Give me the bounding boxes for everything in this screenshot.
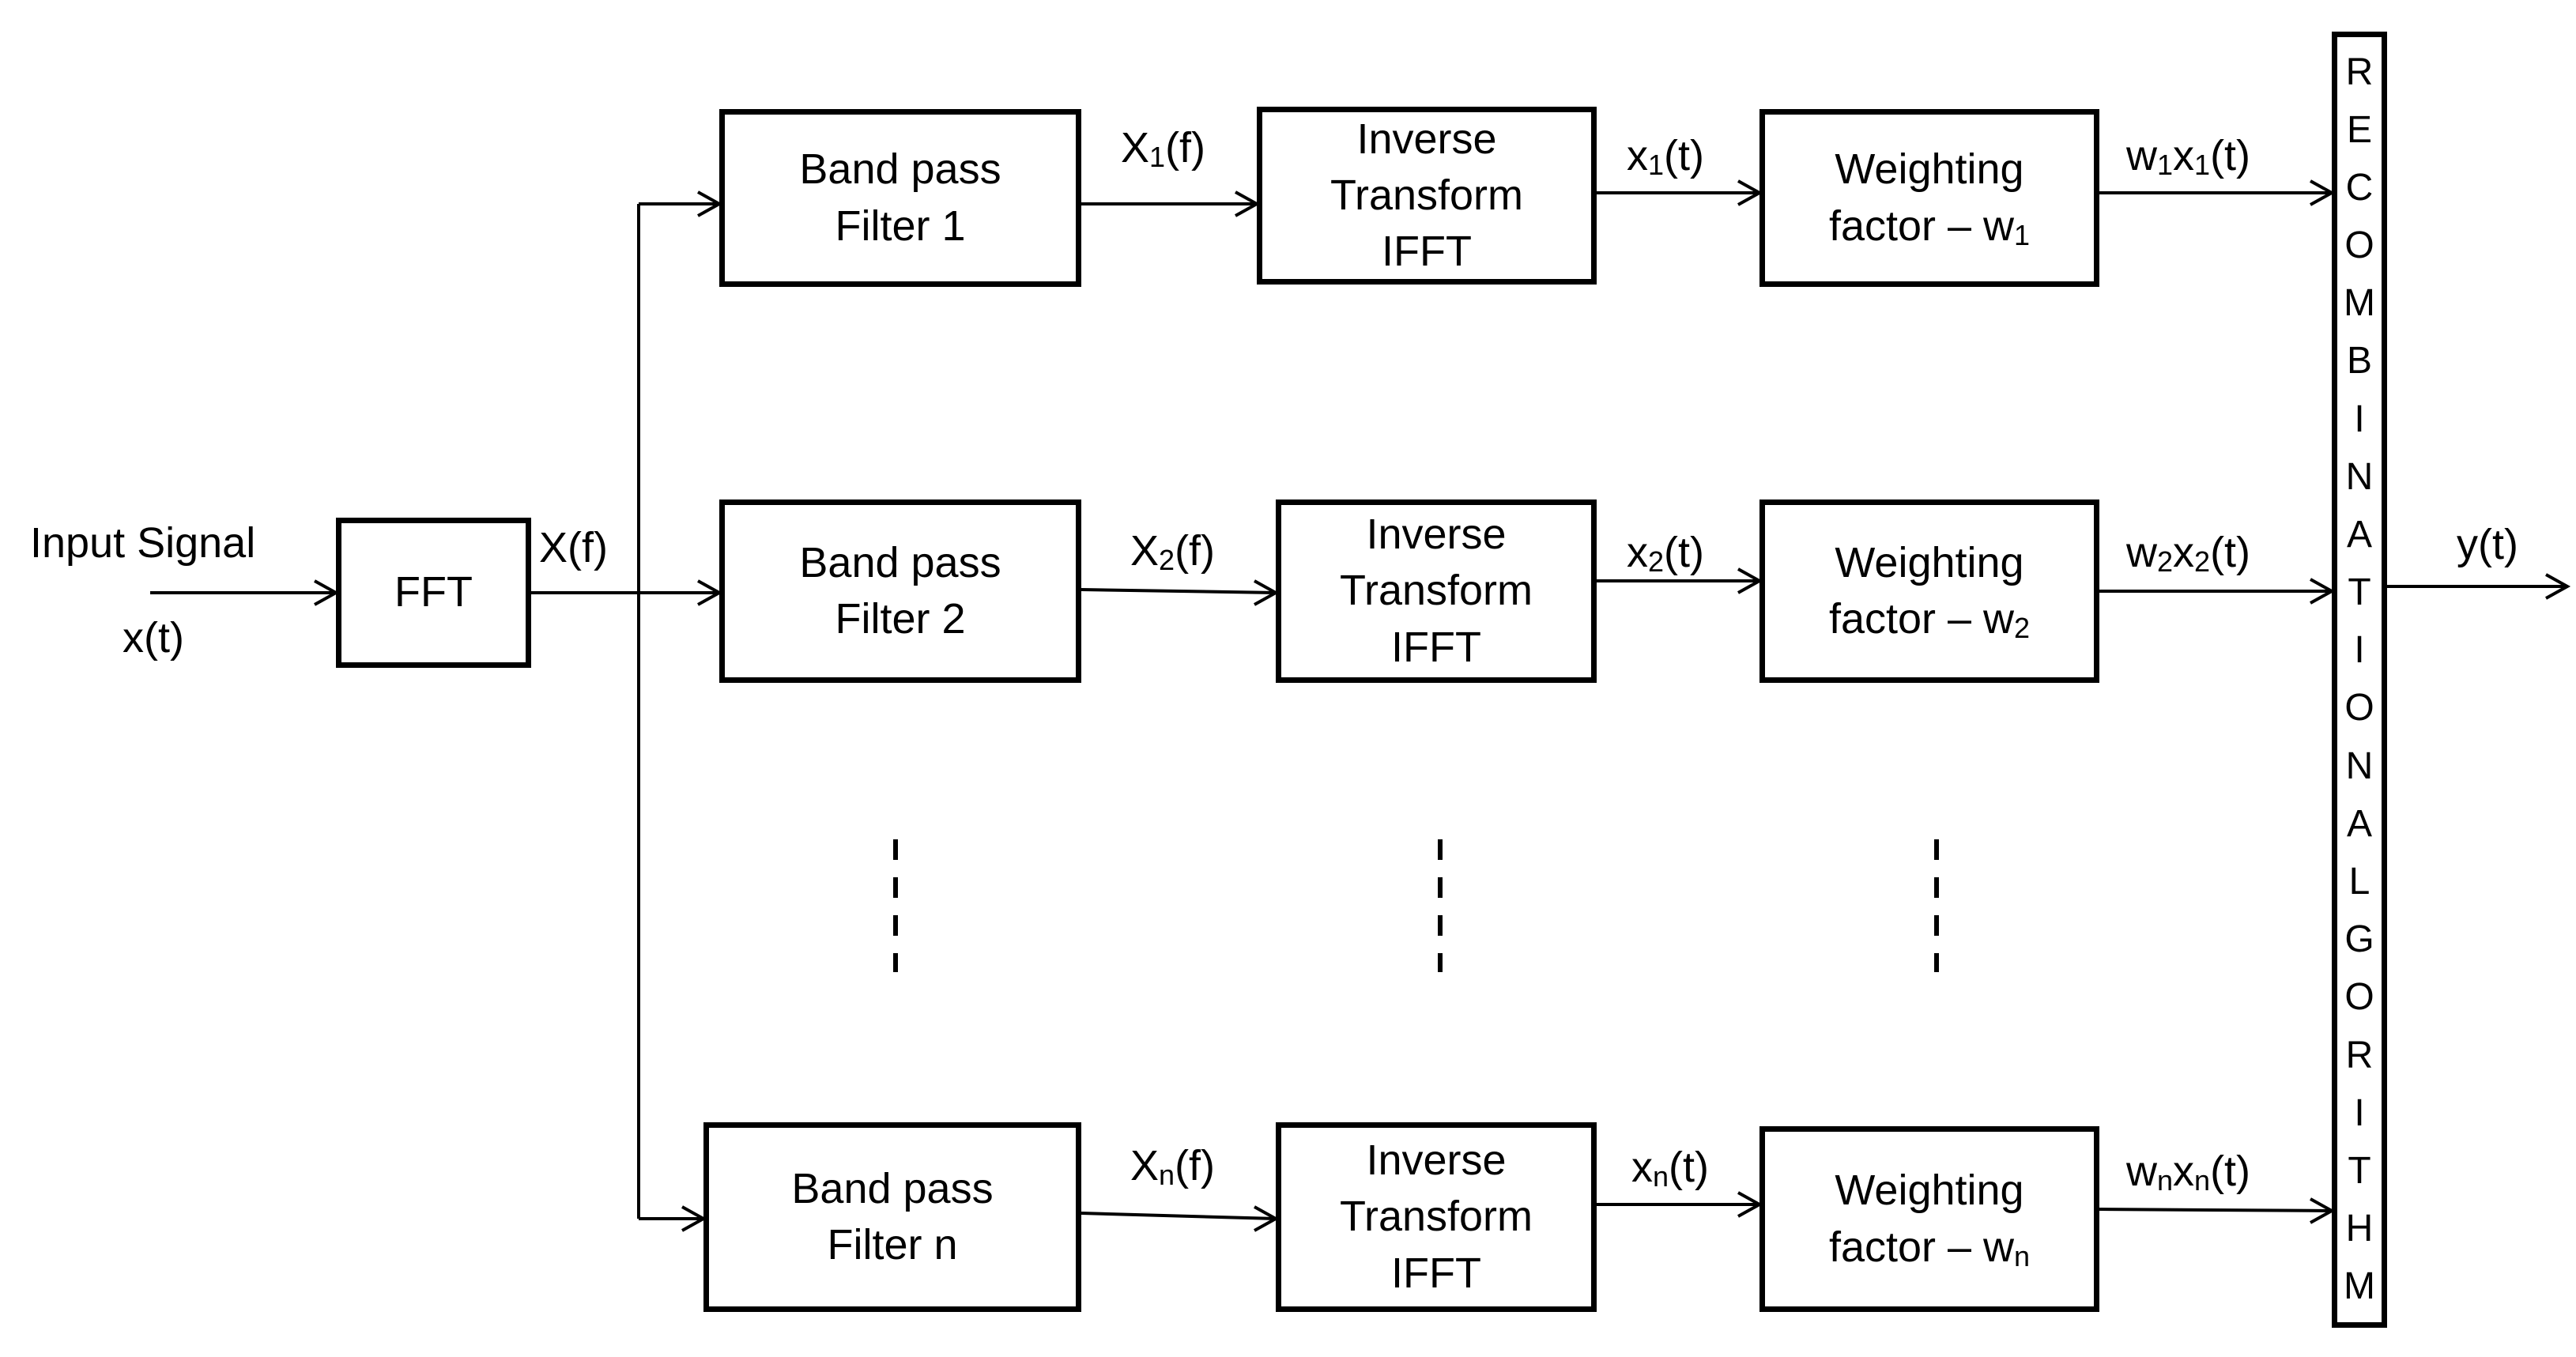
ifft-n-line1: Inverse xyxy=(1366,1136,1507,1185)
filter-1-line1: Band pass xyxy=(799,145,1001,194)
recombination-letter: R xyxy=(2345,51,2374,93)
ifft-n-line3: IFFT xyxy=(1391,1249,1481,1297)
spectrum-1-label: X1(f) xyxy=(1121,124,1206,173)
ifft-n-line2: Transform xyxy=(1339,1193,1533,1241)
ifft-block-1: Inverse Transform IFFT xyxy=(1257,107,1597,285)
recombination-letter: A xyxy=(2346,513,2372,556)
weighting-1-line1: Weighting xyxy=(1835,145,2024,194)
arrow-wn-recomb xyxy=(2099,1208,2333,1212)
ifft-block-2: Inverse Transform IFFT xyxy=(1276,499,1597,683)
recombination-letter: N xyxy=(2345,744,2374,787)
filter-2-line1: Band pass xyxy=(799,538,1001,586)
filter-n-line2: Filter n xyxy=(827,1221,958,1268)
spectrum-n-label: Xn(f) xyxy=(1130,1142,1216,1191)
output-signal-label: y(t) xyxy=(2457,521,2518,568)
weighted-1-label: w1x1(t) xyxy=(2126,132,2251,181)
ifft-block-n: Inverse Transform IFFT xyxy=(1276,1122,1597,1312)
recombination-letter: E xyxy=(2346,108,2372,151)
weighting-1-line2: factor – w1 xyxy=(1828,202,2031,251)
recombination-letter: A xyxy=(2346,802,2372,845)
filter-1-line2: Filter 1 xyxy=(835,202,966,250)
weighting-block-1: Weighting factor – w1 xyxy=(1759,109,2099,287)
signal-1-label: x1(t) xyxy=(1627,132,1704,181)
ifft-1-line3: IFFT xyxy=(1382,228,1472,276)
fft-block: FFT xyxy=(336,518,531,668)
recombination-letter: O xyxy=(2344,224,2374,267)
weighting-block-2: Weighting factor – w2 xyxy=(1759,499,2099,683)
recombination-letter: O xyxy=(2344,687,2374,729)
fft-label: FFT xyxy=(394,568,473,616)
weighted-n-label: wnxn(t) xyxy=(2126,1148,2251,1197)
input-signal-symbol: x(t) xyxy=(123,614,184,662)
recombination-letter: B xyxy=(2346,340,2372,383)
recombination-letter: T xyxy=(2348,1149,2371,1192)
input-signal-label: Input Signal xyxy=(30,519,256,567)
ifft-1-line2: Transform xyxy=(1329,171,1524,219)
ifft-2-line1: Inverse xyxy=(1366,511,1507,559)
recombination-letter: O xyxy=(2344,976,2374,1019)
bandpass-filter-1: Band pass Filter 1 xyxy=(719,109,1081,287)
weighting-n-line2: factor – wn xyxy=(1828,1223,2031,1272)
arrow-filter2-ifft2 xyxy=(1081,588,1277,594)
spectrum-2-label: X2(f) xyxy=(1130,527,1216,576)
recombination-letter: I xyxy=(2354,398,2365,440)
recombination-letter: T xyxy=(2348,571,2371,614)
ifft-2-line2: Transform xyxy=(1339,567,1533,615)
recombination-letter: I xyxy=(2354,1091,2365,1134)
recombination-letter: G xyxy=(2344,918,2374,961)
signal-2-label: x2(t) xyxy=(1627,529,1704,578)
ifft-1-line1: Inverse xyxy=(1356,115,1497,163)
recombination-letter: R xyxy=(2345,1034,2374,1076)
weighted-2-label: w2x2(t) xyxy=(2126,529,2251,578)
ifft-2-line3: IFFT xyxy=(1391,623,1481,671)
recombination-letter: M xyxy=(2344,282,2375,325)
recombination-letter: I xyxy=(2354,629,2365,672)
fft-output-label: X(f) xyxy=(539,524,608,571)
recombination-letter: L xyxy=(2348,860,2370,903)
recombination-letter: M xyxy=(2344,1265,2375,1308)
weighting-2-line2: factor – w2 xyxy=(1828,595,2031,644)
filter-2-line2: Filter 2 xyxy=(835,595,966,643)
weighting-n-line1: Weighting xyxy=(1835,1167,2024,1215)
weighting-block-n: Weighting factor – wn xyxy=(1759,1126,2099,1312)
recombination-letter: C xyxy=(2345,166,2374,209)
weighting-2-line1: Weighting xyxy=(1835,538,2024,586)
arrow-filtern-ifftn xyxy=(1081,1212,1277,1220)
recombination-letter: H xyxy=(2345,1208,2374,1250)
bandpass-filter-n: Band pass Filter n xyxy=(703,1122,1081,1312)
filter-n-line1: Band pass xyxy=(791,1164,994,1212)
output-arrowhead xyxy=(2545,573,2571,600)
bandpass-filter-2: Band pass Filter 2 xyxy=(719,499,1081,683)
recombination-letter: N xyxy=(2345,455,2374,498)
signal-n-label: xn(t) xyxy=(1631,1144,1709,1193)
